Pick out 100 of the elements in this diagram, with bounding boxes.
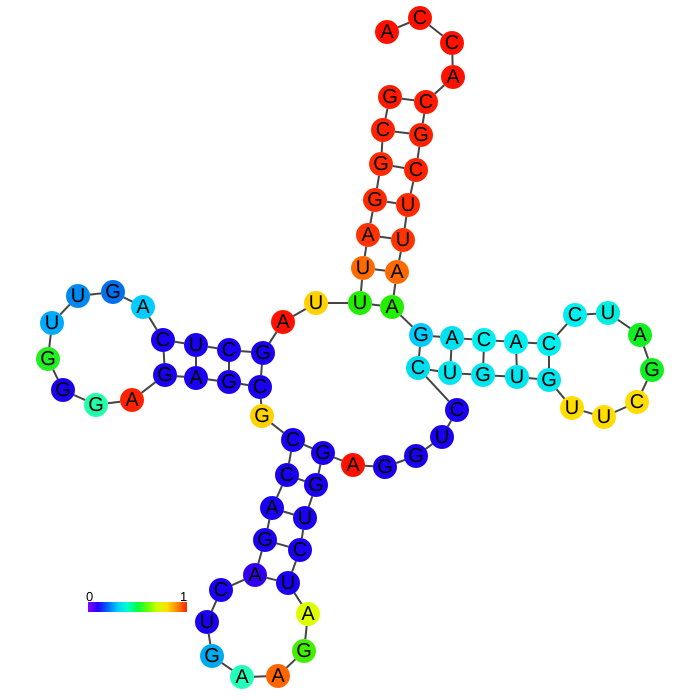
- connector-line: [462, 372, 472, 376]
- nucleotide-circle: U: [396, 193, 420, 217]
- connector-line: [240, 382, 248, 386]
- nucleotide-circle: A: [341, 453, 365, 477]
- connector-line: [195, 357, 197, 366]
- connector-line: [328, 302, 348, 304]
- connector-line: [398, 22, 410, 28]
- connector-line: [288, 452, 292, 464]
- nucleotide-circle: C: [281, 428, 305, 452]
- connector-line: [176, 375, 184, 378]
- connector-line: [228, 362, 230, 370]
- connector-line: [148, 316, 158, 330]
- connector-line: [494, 374, 506, 378]
- nucleotide-circle: G: [200, 644, 224, 668]
- connector-line: [210, 600, 218, 612]
- nucleotide-circle: U: [560, 396, 584, 420]
- connector-line: [276, 486, 283, 498]
- connector-line: [528, 342, 538, 344]
- connector-line: [446, 420, 452, 427]
- nucleotide-circle: U: [592, 405, 616, 429]
- nucleotide-circle: G: [363, 188, 387, 212]
- connector-line: [268, 332, 278, 344]
- connector-line: [432, 335, 440, 338]
- nucleotide-circle: C: [472, 328, 496, 352]
- connector-line: [515, 354, 518, 366]
- connector-line: [617, 318, 631, 330]
- connector-line: [386, 200, 396, 204]
- connector-line: [334, 456, 342, 462]
- connector-line: [425, 376, 450, 402]
- connector-line: [364, 464, 374, 468]
- connector-line: [90, 292, 102, 296]
- nucleotide-circle: A: [380, 295, 404, 319]
- nucleotide-circle: G: [369, 152, 393, 176]
- connector-line: [586, 312, 596, 316]
- connector-line: [450, 350, 452, 362]
- connector-line: [60, 304, 70, 316]
- connector-line: [298, 478, 306, 482]
- connector-line: [318, 464, 322, 474]
- connector-line: [123, 296, 133, 302]
- connector-line: [482, 352, 485, 364]
- connector-line: [308, 496, 314, 507]
- nucleotide-circle: A: [441, 65, 465, 89]
- nucleotide-circle: U: [348, 291, 372, 315]
- nucleotide-circle: A: [296, 602, 320, 626]
- connector-line: [528, 377, 538, 380]
- nucleotide-circle: A: [230, 665, 254, 689]
- nucleotide-circle: A: [260, 496, 284, 520]
- nucleotide-circle: C: [563, 303, 587, 327]
- connector-line: [266, 576, 277, 582]
- nucleotide-circle: G: [537, 368, 561, 392]
- nucleotide-circle: G: [253, 528, 277, 552]
- nucleotide-circle: C: [440, 31, 464, 55]
- nucleotide-circle: A: [375, 20, 399, 44]
- connector-line: [641, 380, 648, 392]
- nucleotide-circle: G: [217, 370, 241, 394]
- nucleotide-circle: C: [371, 118, 395, 142]
- connector-line: [380, 236, 392, 240]
- scale-tick-label: 0: [86, 590, 94, 603]
- nucleotide-circle: U: [40, 311, 64, 335]
- nucleotide-circle: A: [504, 330, 528, 354]
- nucleotide-circle: G: [153, 363, 177, 387]
- connector-line: [260, 398, 262, 404]
- connector-line: [360, 280, 363, 292]
- connector-line: [304, 444, 312, 450]
- connector-line: [304, 626, 308, 640]
- connector-line: [384, 108, 388, 118]
- connector-line: [425, 443, 433, 450]
- connector-line: [394, 130, 410, 134]
- nucleotide-circle: U: [438, 361, 462, 385]
- connector-line: [404, 216, 408, 228]
- nucleotide-circle: C: [414, 90, 438, 114]
- nucleotide-circle: A: [120, 388, 144, 412]
- connector-line: [380, 142, 384, 152]
- connector-line: [430, 368, 438, 372]
- nucleotide-circle: U: [195, 610, 219, 634]
- nucleotide-circle: A: [131, 295, 155, 319]
- connector-line: [254, 675, 266, 678]
- connector-line: [162, 352, 166, 364]
- connector-line: [52, 369, 59, 380]
- nucleotide-circle: G: [373, 455, 397, 479]
- connector-line: [74, 394, 86, 401]
- connector-line: [451, 54, 454, 66]
- connector-line: [369, 212, 374, 224]
- nucleotide-circle: G: [640, 358, 664, 382]
- connector-line: [392, 165, 404, 169]
- connector-line: [240, 350, 252, 353]
- nucleotide-circle: C: [248, 375, 272, 399]
- nucleotide-circle: C: [537, 332, 561, 356]
- nucleotide-circle: C: [217, 338, 241, 362]
- connector-line: [294, 592, 302, 604]
- connector-line: [556, 323, 568, 336]
- connector-line: [260, 364, 263, 376]
- nucleotide-circle: A: [271, 310, 295, 334]
- connector-line: [396, 459, 406, 464]
- nucleotide-circle: U: [304, 291, 328, 315]
- connector-line: [428, 24, 444, 36]
- connector-line: [291, 560, 297, 572]
- nucleotide-circle: G: [250, 404, 274, 428]
- nucleotide-circle: G: [251, 341, 275, 365]
- nucleotide-circle: C: [408, 6, 432, 30]
